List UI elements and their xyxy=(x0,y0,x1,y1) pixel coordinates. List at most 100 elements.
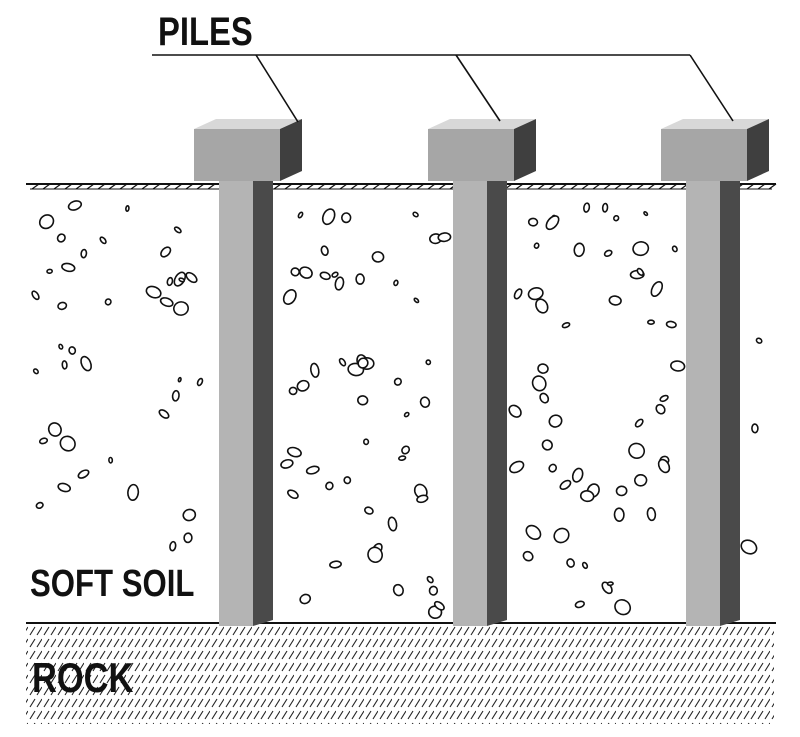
pile-shaft-front xyxy=(686,176,720,626)
pebble xyxy=(670,360,686,372)
pebble xyxy=(531,375,547,392)
pebble xyxy=(387,516,398,532)
pebble xyxy=(280,458,294,469)
pile-1 xyxy=(194,119,302,626)
pebble xyxy=(31,290,40,301)
pebble xyxy=(357,395,369,406)
pebble xyxy=(169,540,177,552)
pebble xyxy=(419,396,431,408)
pebble xyxy=(334,276,345,291)
pebble xyxy=(541,439,553,451)
pebble xyxy=(329,560,342,569)
pile-cap-front xyxy=(194,129,280,181)
pile-shaft-front xyxy=(453,176,487,626)
pebble xyxy=(755,337,763,344)
pile-cap-side xyxy=(747,119,769,181)
pile-cap-top xyxy=(428,119,536,129)
pebble xyxy=(38,437,49,445)
pebble xyxy=(185,271,198,284)
pile-cap-front xyxy=(661,129,747,181)
pebble xyxy=(38,214,55,230)
soil-pebbles xyxy=(31,200,763,620)
pebble xyxy=(574,600,585,609)
pebble xyxy=(282,289,297,305)
pebble xyxy=(173,226,182,234)
pebble xyxy=(646,507,657,522)
pile-shaft-front xyxy=(219,176,253,626)
rock-layer xyxy=(26,624,774,724)
pebble xyxy=(393,377,402,386)
soft-soil-layer xyxy=(26,184,774,622)
pebble xyxy=(286,446,302,458)
pebble xyxy=(398,455,407,461)
pebble xyxy=(319,271,331,281)
pebble xyxy=(340,212,352,224)
pebble xyxy=(80,355,92,372)
pebble xyxy=(56,233,66,243)
pebble xyxy=(331,271,339,278)
pebble xyxy=(537,363,549,374)
pebble xyxy=(59,435,76,452)
pebble xyxy=(68,346,77,355)
pile-shaft-side xyxy=(720,170,740,626)
pile-cap-side xyxy=(514,119,536,181)
pebble xyxy=(401,445,411,455)
pebble xyxy=(751,423,759,434)
soft-soil-label: SOFT SOIL xyxy=(30,563,195,605)
pebble xyxy=(305,465,320,475)
pebble xyxy=(320,245,329,257)
pebble xyxy=(77,469,90,479)
pebble xyxy=(173,301,189,316)
pebble xyxy=(364,506,374,515)
pebble xyxy=(643,211,649,217)
pebble xyxy=(412,211,419,218)
pebble xyxy=(58,343,64,350)
pebble xyxy=(527,217,539,227)
pebble xyxy=(428,585,439,596)
pebble xyxy=(437,232,452,243)
pebble xyxy=(357,357,369,369)
rock-label: ROCK xyxy=(32,654,134,701)
pebble xyxy=(513,288,523,300)
pebble xyxy=(533,242,540,249)
pile-shaft-side xyxy=(253,170,273,626)
pebble xyxy=(606,581,614,587)
pebble xyxy=(657,458,671,474)
pebble xyxy=(57,301,68,311)
pebble xyxy=(655,403,666,415)
pebble xyxy=(632,241,650,257)
pebble xyxy=(158,409,170,419)
pebble xyxy=(343,476,352,485)
pebble xyxy=(659,394,669,403)
pebble xyxy=(535,298,549,314)
pebble xyxy=(57,482,72,493)
piles-leader-lines xyxy=(152,54,734,123)
pebble xyxy=(581,561,589,570)
pebble xyxy=(613,214,620,222)
pebble xyxy=(159,297,174,308)
pebble xyxy=(288,386,298,396)
pile-3 xyxy=(661,119,769,626)
ground-surface xyxy=(26,183,777,190)
pebble xyxy=(177,376,182,383)
pebble xyxy=(367,546,383,564)
pebble xyxy=(325,481,334,491)
pile-cap-front xyxy=(428,129,514,181)
pebble xyxy=(508,404,522,418)
pebble xyxy=(527,286,544,301)
pile-cap-top xyxy=(661,119,769,129)
pebble xyxy=(362,438,370,446)
pebble xyxy=(178,277,186,283)
pebble xyxy=(392,583,405,597)
pebble xyxy=(296,379,310,392)
pebble xyxy=(416,494,429,504)
pebble xyxy=(561,321,571,329)
pebble xyxy=(579,490,595,503)
pebble xyxy=(583,202,591,213)
pile-2 xyxy=(428,119,536,626)
pebble xyxy=(298,266,313,279)
pile-cap-side xyxy=(280,119,302,181)
pebble xyxy=(634,473,648,487)
pebble xyxy=(108,456,114,464)
